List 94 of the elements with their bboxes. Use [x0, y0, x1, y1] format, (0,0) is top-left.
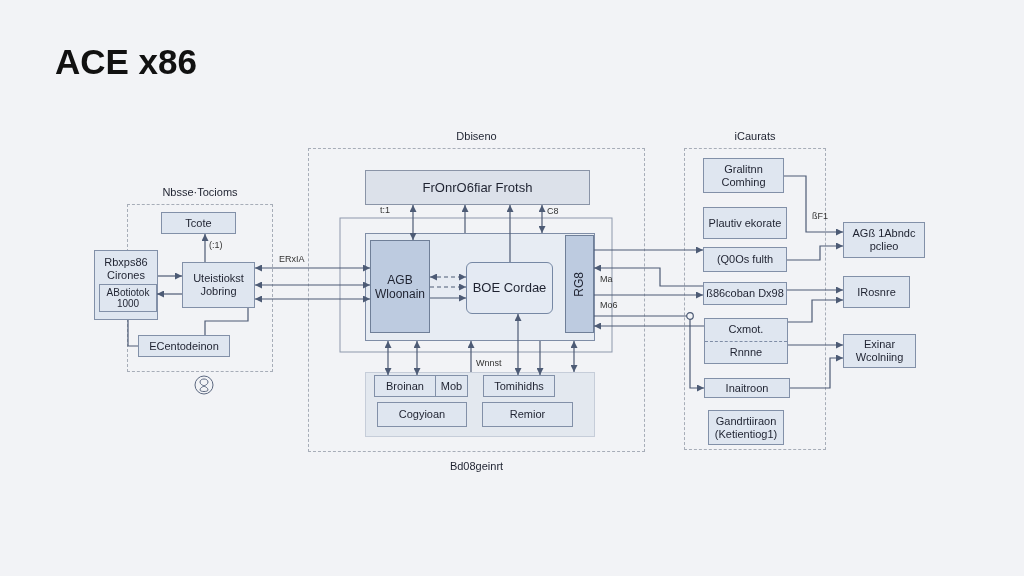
diagram-title: ACE x86 [55, 42, 198, 82]
arrow [593, 291, 704, 299]
arrow [570, 340, 578, 373]
process-box [161, 212, 236, 234]
box-label: Remior [509, 408, 546, 421]
arrow [789, 354, 844, 389]
annotation-text: Wnnst [476, 358, 502, 368]
arrow [254, 264, 371, 272]
group-title: Nbsse·Tocioms [162, 186, 238, 199]
process-box [482, 402, 573, 427]
process-box [466, 262, 553, 314]
process-box [182, 262, 255, 308]
process-box [703, 282, 787, 305]
annotation-text: ERxIA [279, 254, 305, 264]
arrow [787, 296, 844, 323]
arrow [538, 204, 546, 234]
arrow [593, 322, 705, 330]
process-box [377, 402, 467, 427]
arrow [254, 295, 371, 303]
process-box [843, 334, 916, 368]
arrow [254, 281, 371, 289]
box-label: Rbxps86 Cirones [103, 256, 149, 282]
box-label: FrOnrO6fiar Frotsh [422, 181, 533, 194]
arrow [593, 246, 704, 254]
arrow [536, 340, 544, 376]
annotation-text: Ma [600, 274, 613, 284]
arrow [429, 283, 467, 291]
box-label: Tcote [185, 216, 212, 230]
module-box [565, 235, 594, 333]
annotation-text: C8 [547, 206, 559, 216]
box-label: IRosnre [857, 285, 896, 299]
process-box [704, 318, 788, 364]
group-title: Dbiseno [456, 130, 497, 143]
box-label: Rnnne [728, 344, 764, 360]
annotation-text: t:1 [380, 205, 390, 215]
process-box [99, 284, 157, 312]
box-label: Plautiv ekorate [708, 216, 782, 230]
connector-line [204, 307, 249, 336]
arrow [157, 272, 183, 280]
process-box [374, 375, 468, 397]
arrow [783, 175, 844, 236]
arrow [786, 286, 844, 294]
connector-line [127, 319, 139, 347]
process-box [94, 250, 158, 320]
arrow [506, 204, 514, 263]
box-label: (Q0Os fulth [716, 253, 774, 266]
box-label: Gandrtiiraon (Ketientiog1) [713, 414, 779, 441]
box-label: Gralitnn Comhing [720, 162, 767, 189]
box-label: ECentodeinon [149, 339, 219, 353]
arrow [429, 273, 467, 281]
process-box [843, 276, 910, 308]
process-box [703, 207, 787, 239]
process-box [703, 158, 784, 193]
process-box [843, 222, 925, 258]
arrow [461, 204, 469, 234]
group-title: iCaurats [734, 130, 776, 143]
box-label: Broinan [385, 378, 425, 394]
box-label: RG8 [573, 271, 586, 297]
panel-box [365, 233, 595, 341]
group-caption: Bd08geinrt [449, 460, 504, 473]
arrow [786, 242, 844, 261]
arrow [409, 204, 417, 241]
annotation-text: ßF1 [812, 211, 828, 221]
arrow [201, 233, 209, 263]
process-box [138, 335, 230, 357]
box-label: Exinar Wcolniing [854, 338, 905, 364]
process-box [483, 375, 555, 397]
process-box [704, 378, 790, 398]
box-label: Cxmot. [705, 319, 787, 342]
arrow [384, 340, 392, 376]
arrow [787, 341, 844, 349]
box-label: Tomihidhs [494, 379, 544, 393]
box-label: AGß 1Abndc pclieo [851, 227, 917, 253]
box-label: Inaitroon [725, 381, 769, 395]
process-box [365, 170, 590, 205]
arrow [593, 264, 704, 287]
box-label: ABotiotok 1000 [105, 287, 151, 309]
arrow [514, 313, 522, 376]
box-label: ß86coban Dx98 [706, 287, 784, 300]
arrow [429, 294, 467, 302]
annotation-text: Mo6 [600, 300, 618, 310]
process-box [703, 247, 787, 272]
box-label: Cogyioan [398, 408, 446, 421]
panel-box [365, 372, 595, 437]
box-label: Uteistiokst Jobring [192, 272, 245, 298]
arrow [156, 290, 183, 298]
arrow [467, 340, 475, 373]
box-label: BOE Cordae [472, 280, 547, 296]
box-label: AGB Wloonain [374, 272, 426, 301]
box-label: Mob [435, 376, 467, 396]
module-box [370, 240, 430, 333]
annotation-text: (:1) [209, 240, 223, 250]
arrow [593, 315, 705, 392]
arrow [413, 340, 421, 376]
